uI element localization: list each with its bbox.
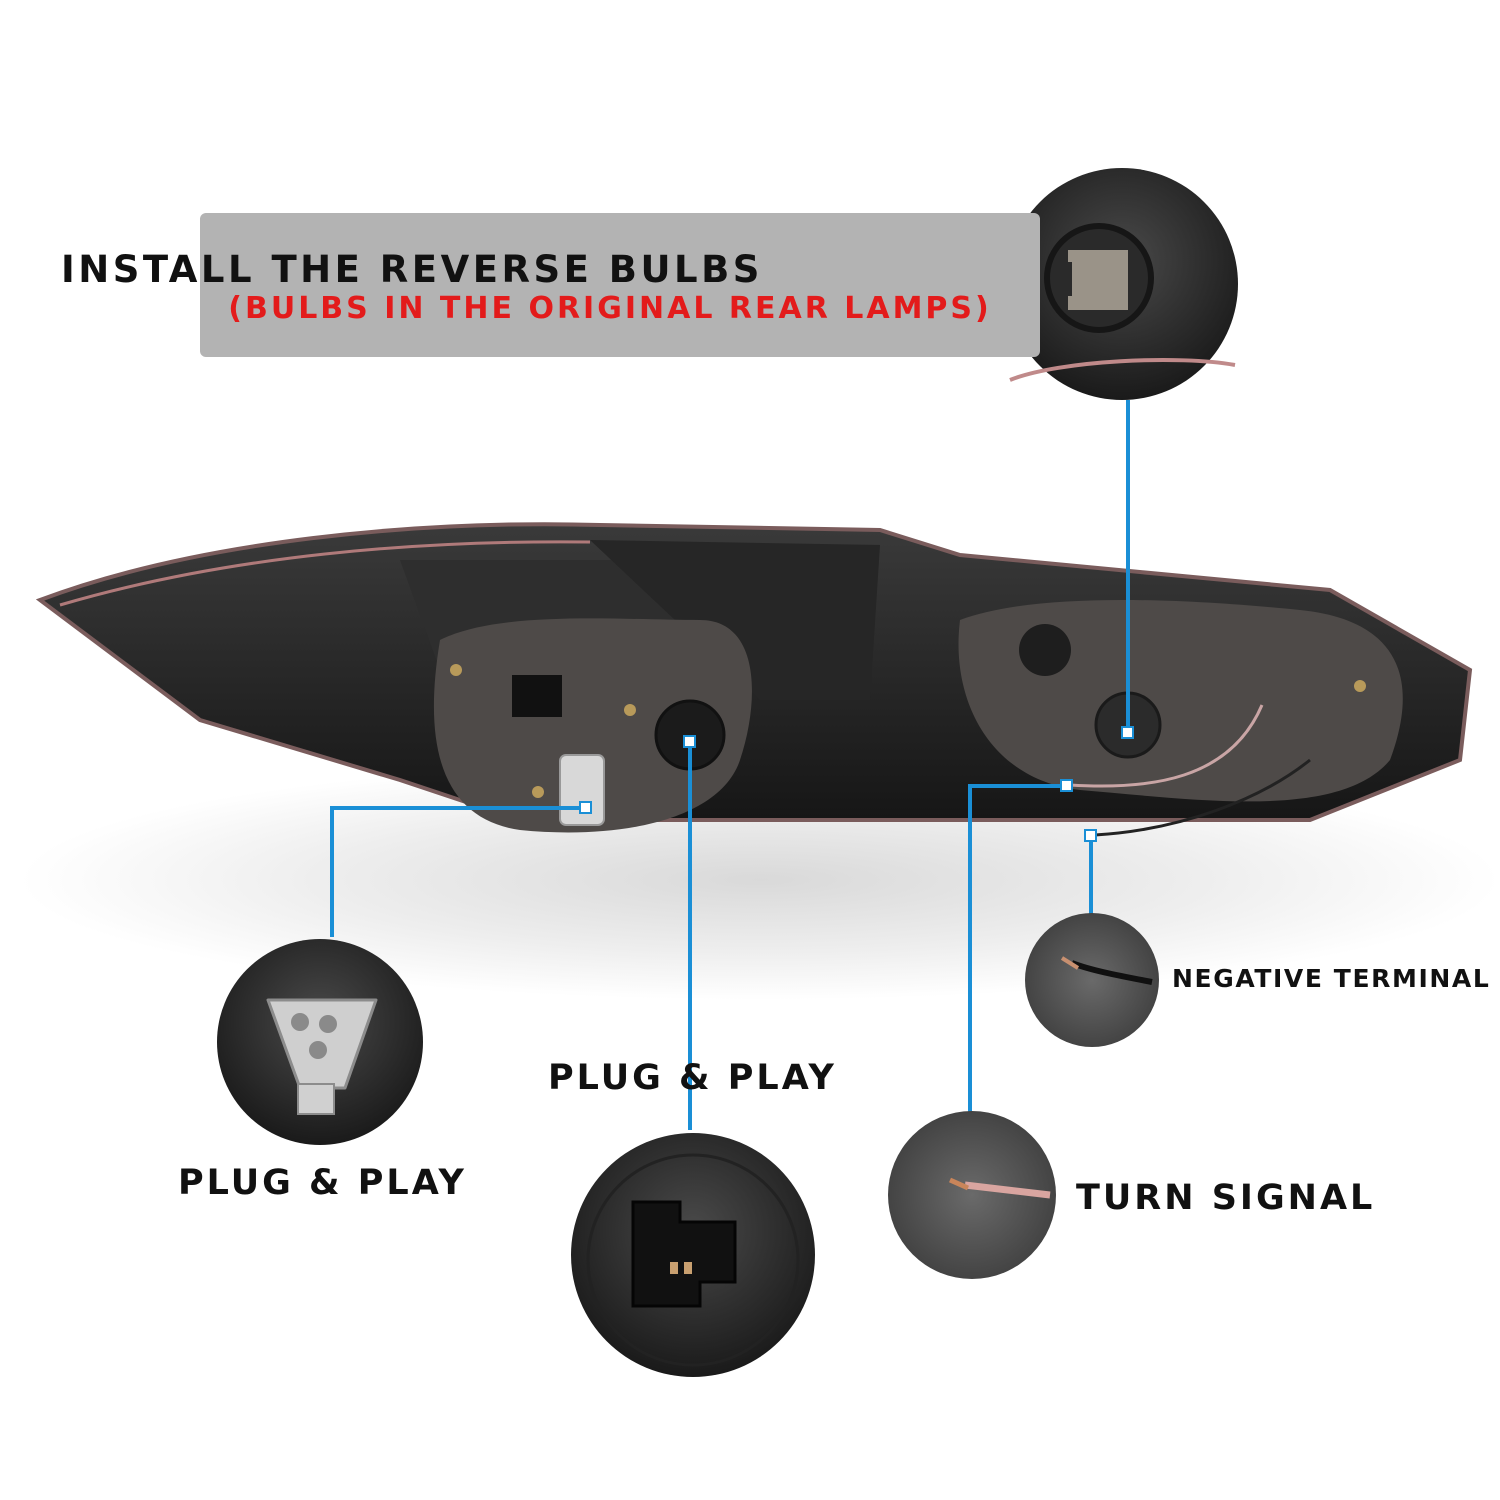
zoom-turn-signal-wire: [888, 1111, 1056, 1279]
banner-title: INSTALL THE REVERSE BULBS: [61, 248, 763, 291]
zoom-three-pin-connector: [217, 939, 423, 1145]
negative-terminal-label: NEGATIVE TERMINAL: [1172, 964, 1491, 993]
zoom-negative-terminal-wire: [1025, 913, 1159, 1047]
plug-play-left-label: PLUG & PLAY: [178, 1163, 467, 1203]
zoom-two-pin-connector: [571, 1133, 815, 1377]
leader-lines: [330, 400, 1130, 1130]
turn-signal-label: TURN SIGNAL: [1076, 1178, 1376, 1218]
leader-endpoints: [579, 726, 1134, 842]
tail-lamp: [35, 522, 1473, 837]
banner-subtitle: (BULBS IN THE ORIGINAL REAR LAMPS): [228, 291, 992, 326]
plug-play-center-label: PLUG & PLAY: [548, 1058, 837, 1098]
instruction-banner: [200, 213, 1040, 357]
zoom-reverse-bulb-socket: [1006, 168, 1238, 400]
